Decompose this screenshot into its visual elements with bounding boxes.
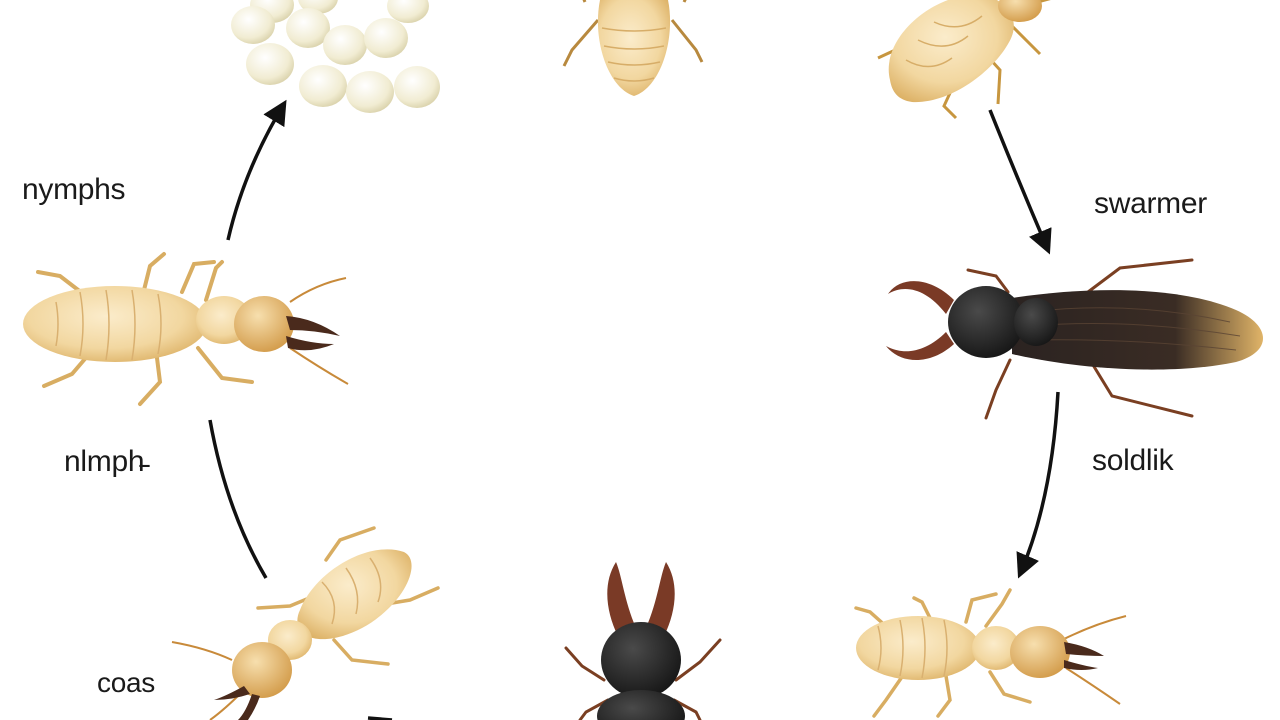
soldier-termite-icon [564,562,722,720]
egg-cluster-icon [231,0,440,113]
arrow-nymph-to-swarmer [988,109,1052,255]
arrow-swarmer-to-worker [1016,391,1060,579]
worker-termite-icon [171,526,440,720]
larva-icon [562,0,704,96]
arrow-worker-to-eggs [226,99,287,241]
label-nymphs: nymphs [22,173,126,206]
worker-termite-icon [23,252,349,406]
label-coas: coas [97,667,155,698]
arrow-worker-to-worker [208,419,268,579]
label-nlmphs: nlmph̵ [64,445,145,478]
worker-termite-icon [854,588,1127,718]
label-swarmer: swarmer [1094,187,1207,220]
label-soldlik: soldlik [1092,444,1174,477]
nymph-icon [877,0,1051,120]
winged-termite-icon [886,258,1263,420]
